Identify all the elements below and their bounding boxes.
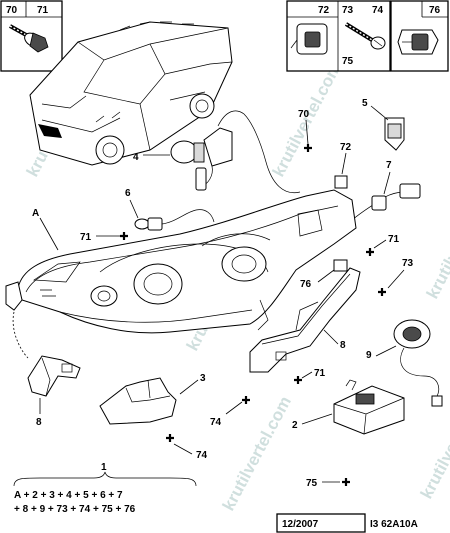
kit-composition: 1 A + 2 + 3 + 4 + 5 + 6 + 7 + 8 + 9 + 73…: [13, 462, 197, 515]
callout-2: 2: [292, 420, 298, 431]
callout-9: 9: [366, 350, 372, 361]
fastener-box-70-71: 70 71: [0, 0, 63, 72]
callout-group-74-lower: 74: [166, 434, 208, 461]
callout-3: 3: [200, 373, 206, 384]
flange-screw-icon: [9, 24, 49, 53]
fastener-cross-marker: [342, 478, 350, 486]
callout-8: 8: [36, 417, 42, 428]
callout-8: 8: [340, 340, 346, 351]
callout-71: 71: [80, 232, 92, 243]
callout-74: 74: [372, 5, 384, 16]
callout-group-74-upper: 74: [210, 396, 250, 428]
fastener-cross-marker: [294, 376, 302, 384]
formula-line-1: A + 2 + 3 + 4 + 5 + 6 + 7: [14, 490, 123, 501]
fastener-box-76: 76: [390, 0, 449, 72]
wiring-harness-7: 7: [351, 160, 421, 221]
igniter-cover-9: 9: [366, 319, 443, 407]
bulb-4: 4: [133, 110, 301, 194]
callout-73: 73: [342, 5, 354, 16]
vehicle-location-sketch: [29, 21, 233, 166]
callout-A: A: [32, 208, 39, 219]
clip-icon: [397, 29, 439, 55]
callout-71: 71: [37, 5, 49, 16]
fastener-cross-marker: [366, 248, 374, 256]
bracket-8-left: 8: [27, 355, 81, 428]
callout-4: 4: [133, 152, 139, 163]
callout-group-71-left: 71: [80, 232, 128, 243]
callout-71: 71: [388, 234, 400, 245]
callout-group-71-lower: 71: [294, 368, 326, 384]
callout-75: 75: [306, 478, 318, 489]
callout-72: 72: [318, 5, 330, 16]
callout-6: 6: [125, 188, 131, 199]
callout-group-75: 75: [306, 478, 350, 489]
fastener-cross-marker: [166, 434, 174, 442]
tapping-screw-icon: [344, 22, 386, 50]
footer-date: 12/2007: [282, 519, 319, 530]
fastener-cross-marker: [120, 232, 128, 240]
side-bulb-6: 6: [125, 188, 215, 231]
callout-72: 72: [340, 142, 352, 153]
bracket-8-right: 8: [249, 267, 361, 373]
footer-code: I3 62A10A: [370, 519, 418, 530]
callout-75: 75: [342, 56, 354, 67]
callout-70: 70: [298, 109, 310, 120]
headlamp-assembly-A: A: [5, 189, 357, 359]
fastener-cross-marker: [304, 144, 312, 152]
ballast-module-2: 2: [292, 379, 405, 435]
footer: 12/2007 I3 62A10A: [276, 513, 418, 533]
bulb-5: 5: [362, 98, 405, 151]
callout-76: 76: [300, 279, 312, 290]
callout-76: 76: [429, 5, 441, 16]
callout-73: 73: [402, 258, 414, 269]
fastener-box-72-75: 72 73 74 75: [286, 0, 391, 72]
fastener-cross-marker: [242, 396, 250, 404]
clip-nut-icon: [290, 23, 328, 55]
fastener-cross-marker: [378, 288, 386, 296]
callout-group-70-72: 70 72: [298, 109, 352, 189]
callout-group-76: 76: [300, 259, 348, 290]
bracket-3: 3: [99, 373, 206, 425]
watermark: krutilvertel.com: [423, 181, 450, 302]
callout-1: 1: [101, 462, 107, 473]
callout-74: 74: [210, 417, 222, 428]
brace: [13, 471, 197, 487]
callout-71: 71: [314, 368, 326, 379]
callout-5: 5: [362, 98, 368, 109]
callout-group-71-right: 71: [366, 234, 400, 256]
callout-group-73: 73: [378, 258, 414, 296]
formula-line-2: + 8 + 9 + 73 + 74 + 75 + 76: [14, 504, 136, 515]
callout-7: 7: [386, 160, 392, 171]
headlamp-location-highlight: [38, 124, 62, 138]
callout-70: 70: [6, 5, 18, 16]
callout-74: 74: [196, 450, 208, 461]
